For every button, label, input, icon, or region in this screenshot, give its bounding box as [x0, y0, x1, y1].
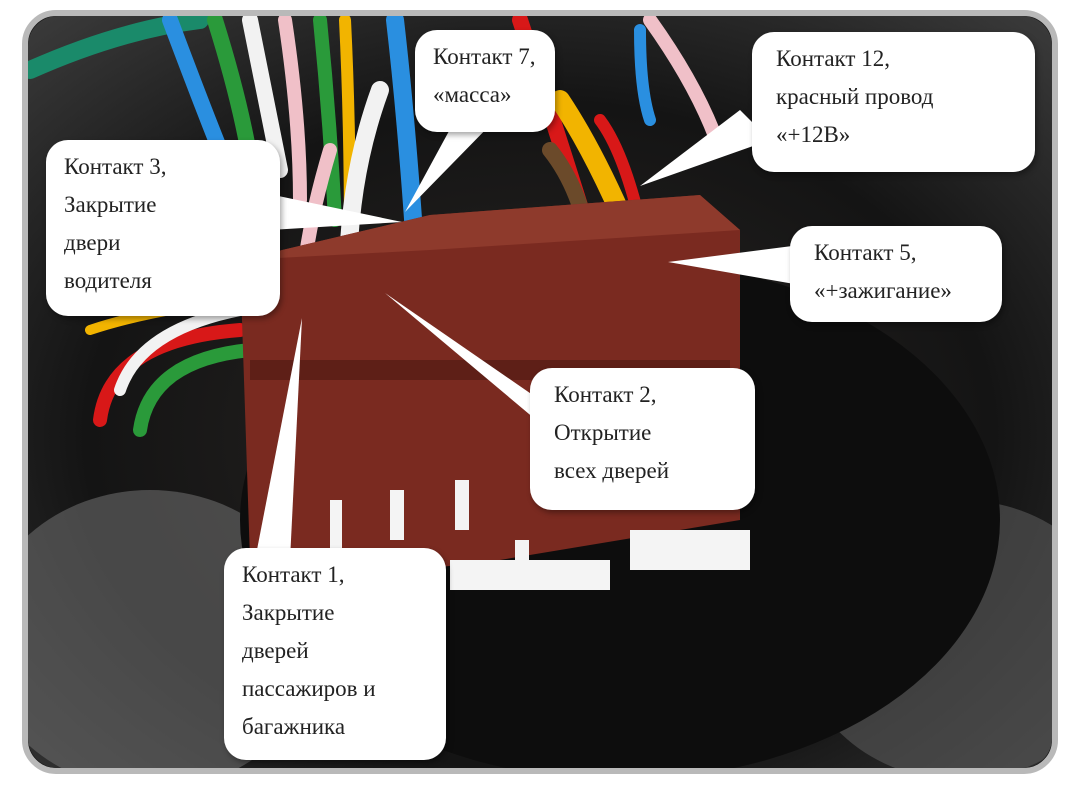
callout-line: «масса»: [433, 82, 512, 107]
callout-contact-7: Контакт 7, «масса»: [415, 30, 555, 132]
callout-line: водителя: [64, 268, 152, 293]
callout-contact-1: Контакт 1, Закрытие дверей пассажиров и …: [224, 548, 446, 760]
callout-line: Открытие: [554, 420, 652, 445]
callout-line: пассажиров и: [242, 676, 376, 701]
callout-contact-2: Контакт 2, Открытие всех дверей: [530, 368, 755, 510]
callout-line: багажника: [242, 714, 346, 739]
callout-line: дверей: [242, 638, 309, 663]
callout-line: Закрытие: [64, 192, 157, 217]
callout-line: красный провод: [776, 84, 934, 109]
callout-line: «+зажигание»: [814, 278, 952, 303]
callout-line: Контакт 2,: [554, 382, 657, 407]
callout-contact-12: Контакт 12, красный провод «+12В»: [752, 32, 1035, 172]
callout-contact-3: Контакт 3, Закрытие двери водителя: [46, 140, 280, 316]
callout-line: Контакт 12,: [776, 46, 890, 71]
callout-line: всех дверей: [554, 458, 670, 483]
callout-line: Контакт 5,: [814, 240, 917, 265]
callout-line: «+12В»: [776, 122, 851, 147]
callout-line: двери: [64, 230, 121, 255]
callout-line: Контакт 3,: [64, 154, 167, 179]
callout-line: Закрытие: [242, 600, 335, 625]
callout-contact-5: Контакт 5, «+зажигание»: [790, 226, 1002, 322]
callout-line: Контакт 1,: [242, 562, 345, 587]
callout-line: Контакт 7,: [433, 44, 536, 69]
